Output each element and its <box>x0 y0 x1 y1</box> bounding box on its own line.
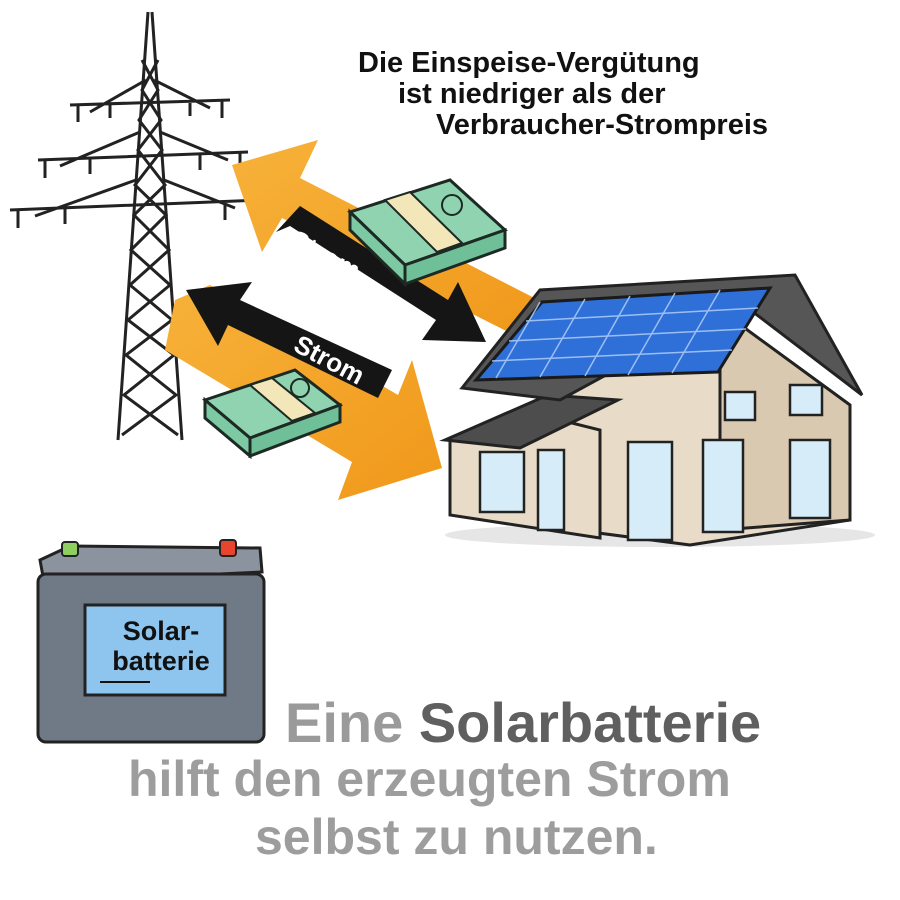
headline-line-2: hilft den erzeugten Strom <box>128 751 731 807</box>
money-stack-lower-icon <box>201 368 344 460</box>
note-line-2: ist niedriger als der <box>398 78 666 110</box>
headline-word-solarbatterie: Solarbatterie <box>418 691 762 754</box>
feed-in-tariff-note: Die Einspeise-Vergütung ist niedriger al… <box>330 48 870 141</box>
lower-black-arrow <box>186 282 392 398</box>
upper-black-arrow <box>276 206 486 342</box>
battery-label-line-2: batterie <box>112 646 210 676</box>
battery-label: Solar- batterie <box>96 616 226 676</box>
headline-line-1: Eine Solarbatterie <box>285 690 761 755</box>
note-line-1: Die Einspeise-Vergütung <box>358 47 700 79</box>
money-stack-upper-icon <box>347 178 508 288</box>
headline-line-3: selbst zu nutzen. <box>255 809 658 865</box>
battery-label-line-1: Solar- <box>122 616 200 646</box>
house-icon <box>439 273 875 547</box>
headline-word-eine: Eine <box>285 691 419 754</box>
note-line-3: Verbraucher-Strompreis <box>436 109 769 141</box>
power-pylon-icon <box>9 11 261 441</box>
solar-battery-icon <box>36 539 266 744</box>
